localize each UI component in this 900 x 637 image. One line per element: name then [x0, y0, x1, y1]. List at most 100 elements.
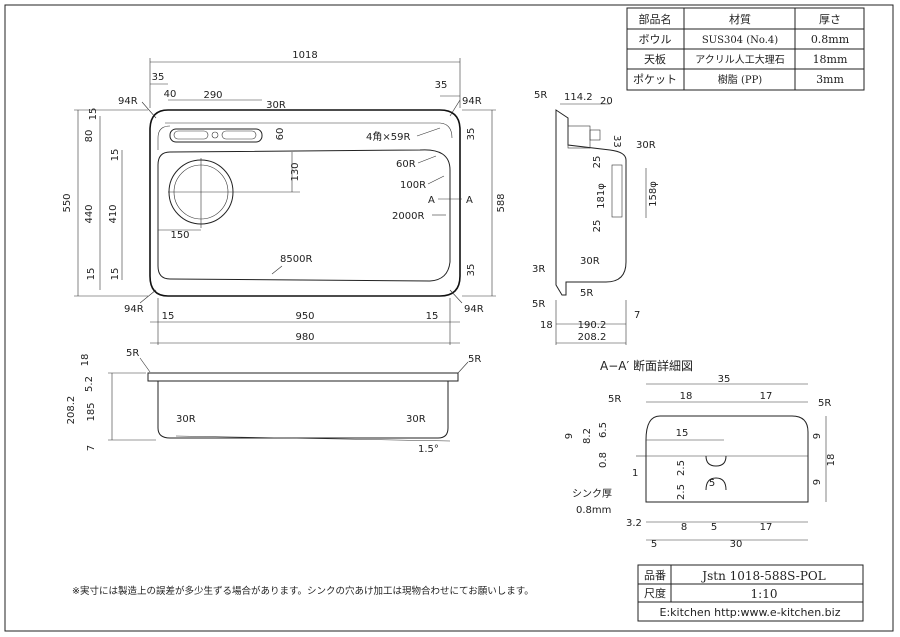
pocket-hole-icon — [211, 131, 219, 139]
front-dim-208: 208.2 — [66, 396, 77, 425]
table-cell: 樹脂 (PP) — [718, 73, 763, 86]
section-dim-9r2: 9 — [812, 479, 823, 485]
table-header-material: 材質 — [729, 12, 751, 26]
section-dim-65: 6.5 — [598, 422, 609, 438]
section-b-30: 30 — [730, 539, 743, 550]
side-dim-190: 190.2 — [578, 320, 607, 331]
side-radius-5b: 5R — [580, 288, 593, 299]
section-dim-25a: 2.5 — [676, 460, 687, 476]
dim-radius-2000: 2000R — [392, 211, 424, 222]
dim-corner-br: 94R — [464, 304, 484, 315]
dim-corner-tl: 94R — [118, 96, 138, 107]
dim-height-total: 550 — [62, 193, 73, 212]
title-scale-value: 1:10 — [751, 587, 778, 601]
dim-inner-margin-bottom: 15 — [110, 268, 121, 281]
section-dim-1: 1 — [632, 468, 638, 479]
title-scale-label: 尺度 — [644, 586, 666, 600]
section-dim-18: 18 — [680, 391, 693, 402]
dim-bottom-total: 980 — [295, 332, 314, 343]
table-cell: 0.8mm — [811, 33, 850, 46]
section-sink-value: 0.8mm — [576, 505, 611, 516]
side-dim-25b: 25 — [592, 220, 603, 233]
front-radius-5r: 5R — [468, 354, 481, 365]
title-footer: E:kitchen http:www.e-kitchen.biz — [660, 606, 841, 619]
section-b-5: 5 — [711, 522, 717, 533]
section-profile — [645, 415, 809, 503]
section-b-17: 17 — [760, 522, 773, 533]
title-part-label: 品番 — [644, 569, 666, 582]
front-view: 5R 5R 18 5.2 208.2 185 7 30R 30R 1.5° — [66, 348, 481, 455]
section-dim-5: 5 — [709, 478, 715, 489]
table-cell: 3mm — [816, 73, 844, 86]
side-dia-181: 181φ — [596, 183, 607, 209]
section-b-8: 8 — [681, 522, 687, 533]
side-width-20: 20 — [600, 96, 613, 107]
table-cell: ボウル — [639, 33, 672, 46]
table-cell: 18mm — [813, 53, 848, 66]
section-dim-9a: 9 — [564, 433, 575, 439]
material-table: 部品名 材質 厚さ ボウル SUS304 (No.4) 0.8mm 天板 アクリ… — [626, 7, 865, 91]
table-cell: 天板 — [644, 52, 666, 66]
section-a-right: A — [466, 195, 473, 206]
section-title: A−A′ 断面詳細図 — [600, 358, 693, 373]
footnote: ※実寸には製造上の誤差が多少生ずる場合があります。シンクの穴あけ加工は現物合わせ… — [72, 585, 534, 597]
soap-pocket — [169, 128, 263, 143]
section-dim-25b: 2.5 — [676, 484, 687, 500]
dim-radius-60: 60R — [396, 159, 416, 170]
section-radius-5r: 5R — [818, 398, 831, 409]
dim-overall-width: 1018 — [292, 50, 317, 61]
dim-left-margin-bottom: 15 — [86, 268, 97, 281]
side-radius-30b: 30R — [580, 256, 600, 267]
dim-bottom-mid: 950 — [295, 311, 314, 322]
section-detail: A−A′ 断面詳細図 35 18 17 15 5R 5R 9 8.2 6.5 0… — [564, 358, 837, 550]
bowl-outline — [157, 149, 451, 282]
front-dim-185: 185 — [86, 402, 97, 421]
front-slope: 1.5° — [418, 444, 439, 455]
dim-corner-tr: 94R — [462, 96, 482, 107]
section-b-5b: 5 — [651, 539, 657, 550]
title-block: 品番 Jstn 1018-588S-POL 尺度 1:10 E:kitchen … — [637, 564, 864, 622]
dim-height-bowl: 440 — [84, 204, 95, 223]
dim-pocket-offset: 40 — [164, 89, 177, 100]
section-dim-9r: 9 — [812, 433, 823, 439]
front-dim-18: 18 — [80, 354, 91, 367]
section-dim-15: 15 — [676, 428, 689, 439]
dim-left-offset: 35 — [152, 72, 165, 83]
title-part-value: Jstn 1018-588S-POL — [700, 569, 825, 583]
front-radius-30l: 30R — [176, 414, 196, 425]
section-sink-label: シンク厚 — [572, 488, 612, 500]
section-dim-08: 0.8 — [598, 452, 609, 468]
dim-radius-8500: 8500R — [280, 254, 312, 265]
section-dim-35: 35 — [718, 374, 731, 385]
section-dim-17: 17 — [760, 391, 773, 402]
front-dim-52: 5.2 — [84, 376, 95, 392]
side-view: 5R 114.2 20 33 30R 25 181φ 158φ 25 3R 30… — [532, 90, 659, 345]
sheet-border — [4, 4, 894, 632]
section-dim-18r: 18 — [826, 454, 837, 467]
side-profile — [555, 109, 627, 296]
side-radius-5a: 5R — [532, 299, 545, 310]
side-dim-25a: 25 — [592, 156, 603, 169]
side-width-114: 114.2 — [564, 92, 593, 103]
dim-drain-offset: 130 — [290, 162, 301, 181]
dim-inner-margin-top: 15 — [110, 149, 121, 162]
table-cell: ポケット — [633, 73, 677, 86]
corner-note: 4角×59R — [366, 131, 410, 143]
dim-bottom-left: 15 — [162, 311, 175, 322]
side-radius-30: 30R — [636, 140, 656, 151]
dim-left-margin-top: 15 — [88, 108, 99, 121]
dim-height-inner: 410 — [108, 204, 119, 223]
dim-right-total: 588 — [496, 193, 507, 212]
table-cell: SUS304 (No.4) — [702, 35, 778, 46]
dim-corner-bl: 94R — [124, 304, 144, 315]
dim-bottom-right: 15 — [426, 311, 439, 322]
side-dim-208: 208.2 — [578, 332, 607, 343]
side-radius-top: 5R — [534, 90, 547, 101]
dim-right-offset: 35 — [435, 80, 448, 91]
dim-pocket-depth: 60 — [275, 128, 286, 141]
front-radius-30r: 30R — [406, 414, 426, 425]
dim-radius-100: 100R — [400, 180, 426, 191]
side-dia-158: 158φ — [648, 181, 659, 207]
section-radius-5l: 5R — [608, 394, 621, 405]
